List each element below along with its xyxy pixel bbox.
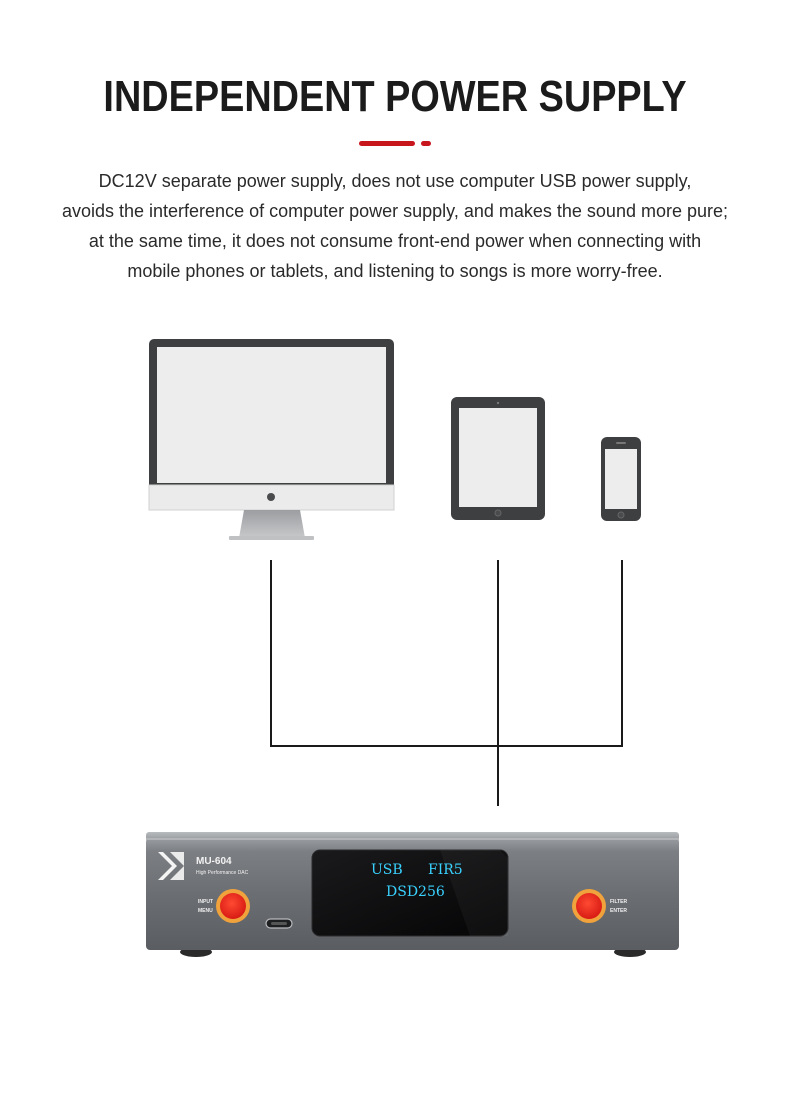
description-line-3: at the same time, it does not consume fr… <box>88 231 702 251</box>
display-format: DSD256 <box>386 884 445 900</box>
right-button-label-1: FILTER <box>610 899 628 905</box>
description: DC12V separate power supply, does not us… <box>0 166 790 286</box>
model-name: MU-604 <box>196 856 232 867</box>
description-line-2: avoids the interference of computer powe… <box>61 201 729 221</box>
display-input: USB <box>371 862 403 878</box>
page-title: INDEPENDENT POWER SUPPLY <box>103 72 687 121</box>
usb-c-port <box>265 918 293 929</box>
description-line-4: mobile phones or tablets, and listening … <box>127 261 663 281</box>
left-button-label-1: INPUT <box>198 899 213 905</box>
right-button-label-2: ENTER <box>610 908 627 914</box>
brand-logo-icon <box>158 852 184 880</box>
title-accent-bar-long <box>359 141 415 146</box>
dac-device: MU-604 High Performance DAC INPUT MENU U… <box>146 832 679 957</box>
description-line-1: DC12V separate power supply, does not us… <box>98 171 692 191</box>
model-subtitle: High Performance DAC <box>196 870 249 876</box>
title-accent-bar-short <box>421 141 431 146</box>
left-button-label-2: MENU <box>198 908 213 914</box>
desktop-monitor-icon <box>148 339 395 540</box>
smartphone-icon <box>601 437 641 521</box>
filter-enter-button[interactable] <box>572 889 606 923</box>
display-screen: USB FIR5 DSD256 <box>311 849 509 937</box>
display-filter: FIR5 <box>428 862 463 878</box>
tablet-icon <box>451 397 545 520</box>
connection-lines <box>270 560 623 806</box>
input-menu-button[interactable] <box>216 889 250 923</box>
